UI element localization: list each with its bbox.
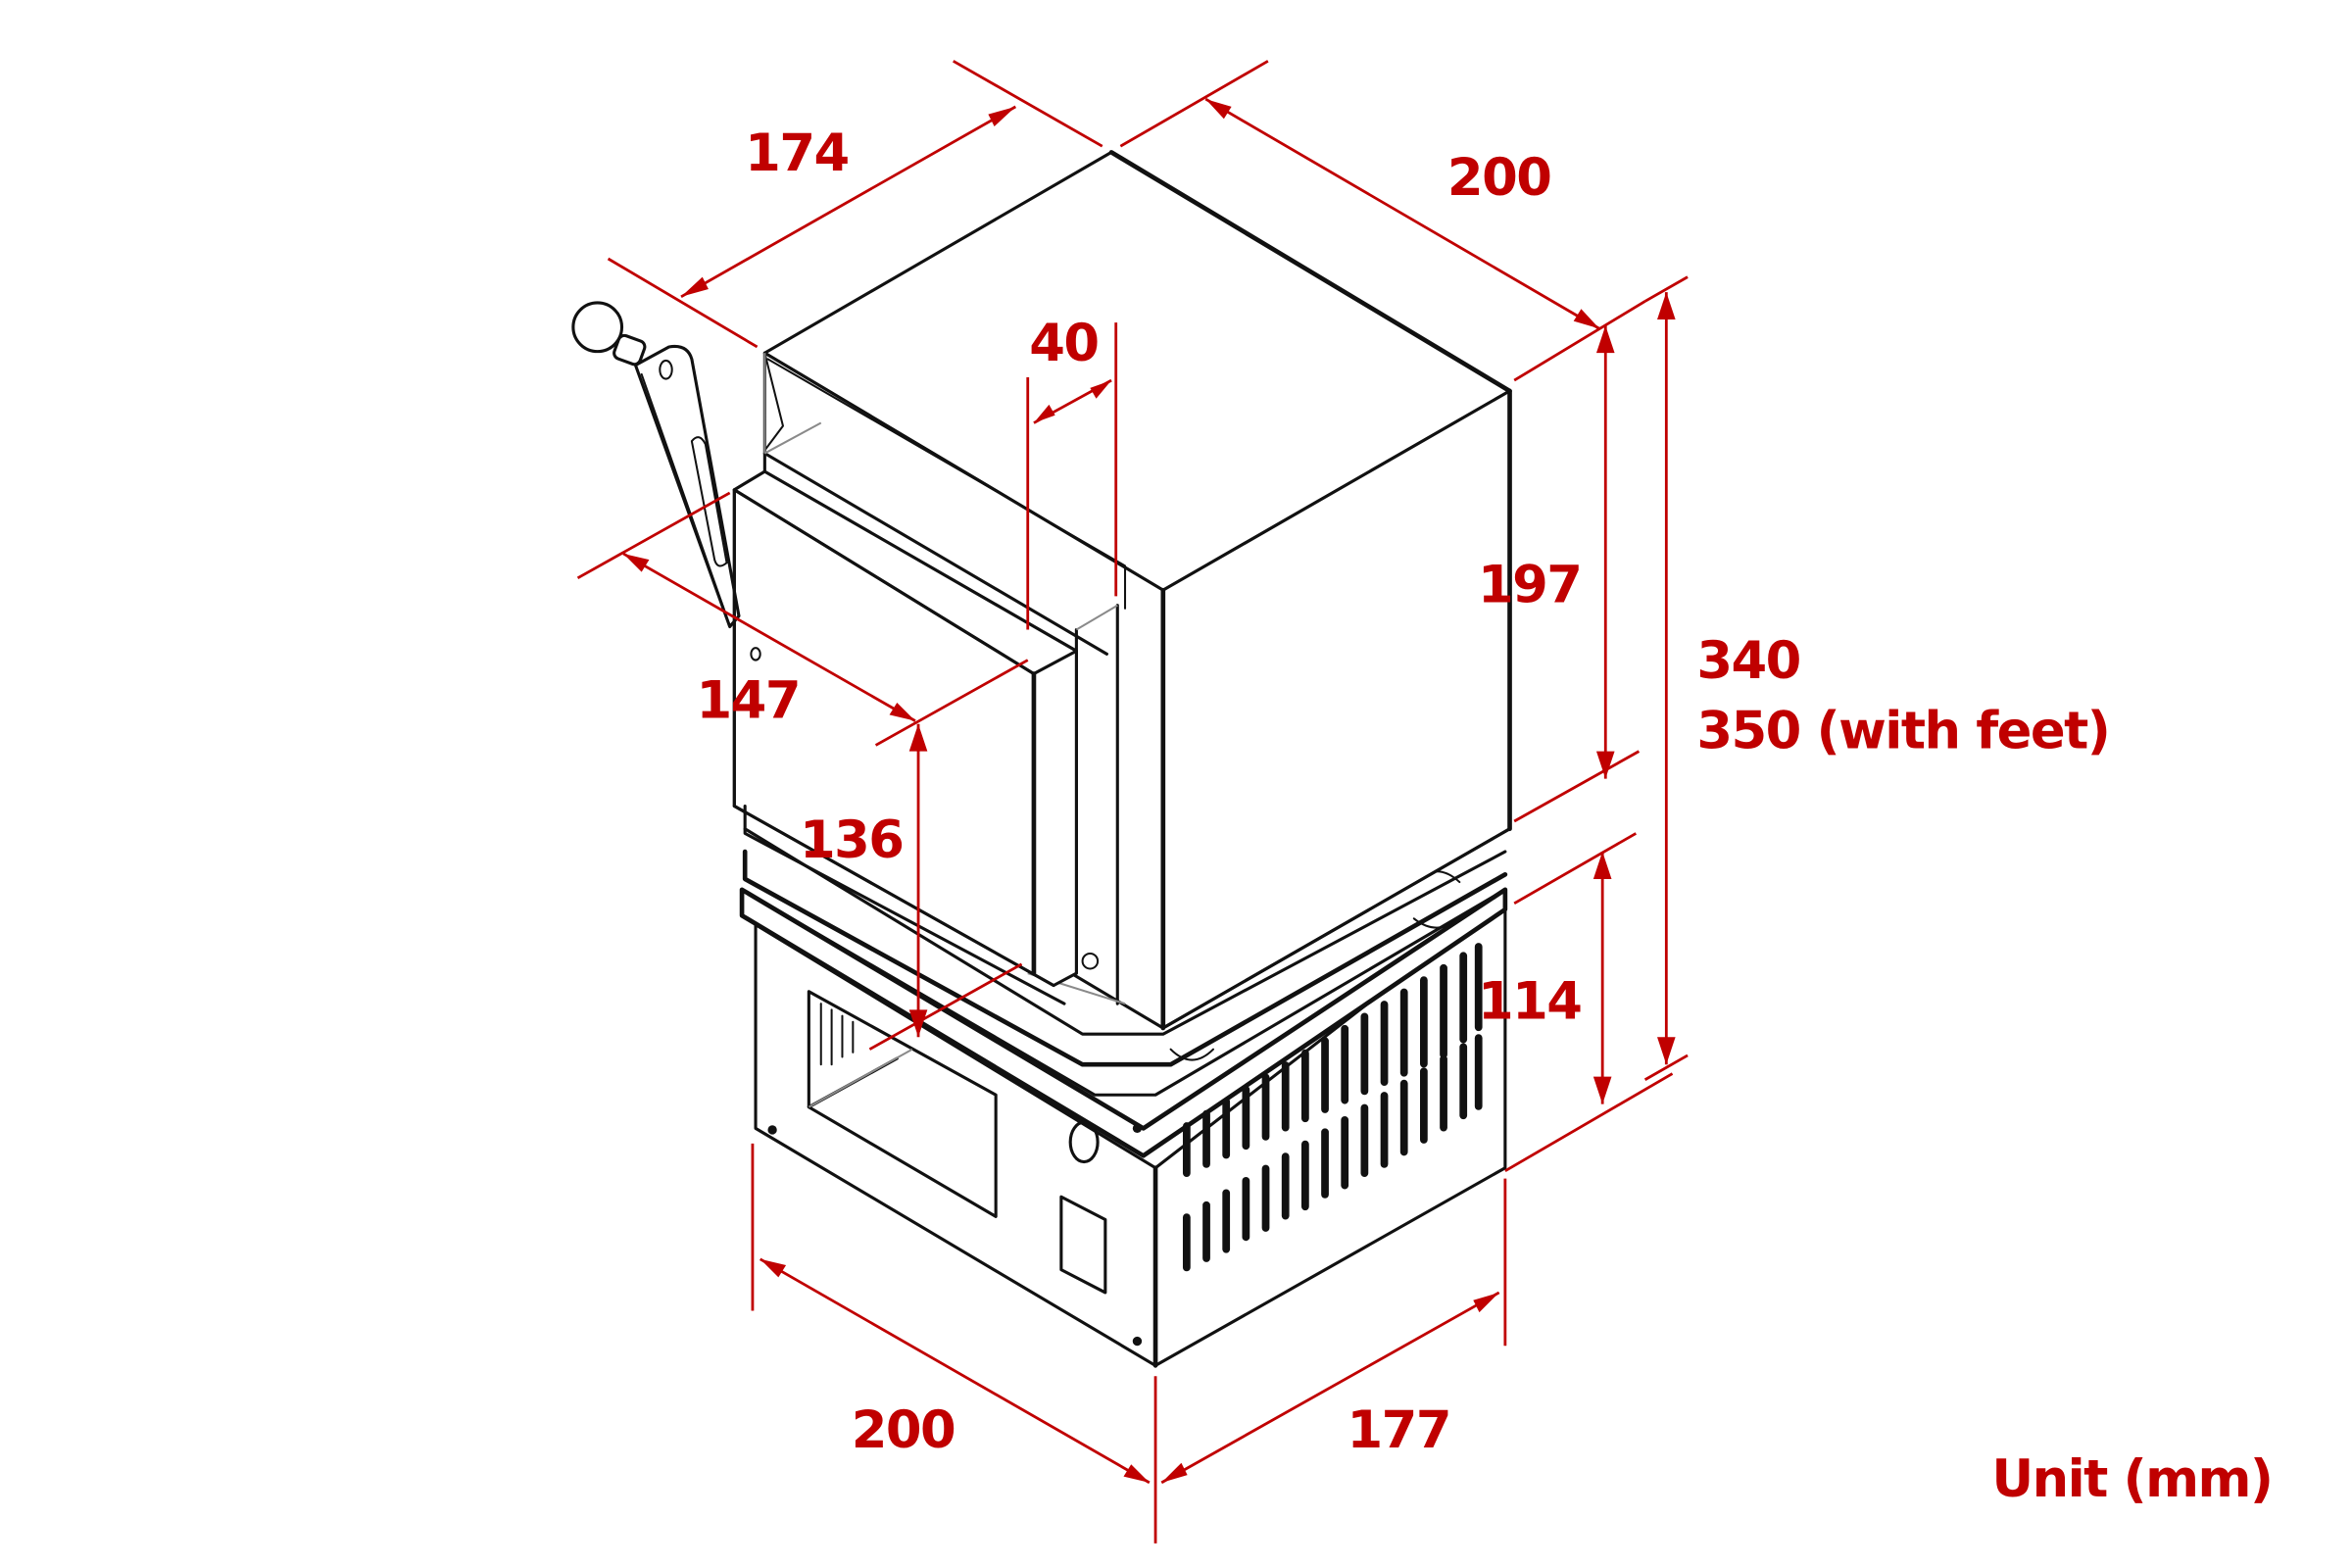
- dim-label-136: 136: [800, 810, 903, 870]
- handle-knob-icon: [571, 301, 624, 354]
- dim-label-174: 174: [745, 123, 848, 183]
- furnace-drawing: [571, 150, 1512, 1368]
- dim-top-depth: 174: [607, 60, 1103, 349]
- dim-top-width: 200: [1119, 60, 1646, 382]
- dim-chamber-height: 197: [1478, 325, 1641, 823]
- dim-label-147: 147: [697, 671, 800, 731]
- dim-label-197: 197: [1478, 556, 1581, 615]
- lever-arm: [633, 344, 741, 628]
- dim-label-114: 114: [1478, 972, 1581, 1032]
- base-front-face: [754, 922, 1157, 1367]
- dim-label-177: 177: [1348, 1400, 1450, 1460]
- round-switch-icon: [1068, 1120, 1100, 1164]
- dim-door-height: 136: [800, 723, 1023, 1051]
- dim-base-height: 114: [1478, 832, 1674, 1173]
- base-housing: [739, 827, 1508, 1368]
- screw: [767, 1125, 777, 1135]
- dim-total-height: 340 350 (with feet): [1643, 275, 2111, 1081]
- dim-door-projection: 40: [1026, 314, 1118, 630]
- dim-label-340: 340: [1696, 631, 1799, 691]
- door-handle: [571, 301, 741, 628]
- dim-base-depth: 177: [1160, 1178, 1507, 1485]
- dim-label-200-base: 200: [852, 1400, 955, 1460]
- dimension-lines: 174 200 40 147: [576, 60, 2111, 1544]
- dim-base-width: 200: [751, 1143, 1157, 1544]
- unit-label: Unit (mm): [1991, 1449, 2272, 1509]
- screw: [1132, 1123, 1143, 1134]
- front-opening: [807, 990, 998, 1218]
- screw: [1132, 1336, 1143, 1347]
- side-vents-icon: [1182, 943, 1483, 1272]
- square-panel: [1059, 1195, 1107, 1295]
- base-top-rim: [739, 887, 1508, 1158]
- dim-door-width: 147: [576, 491, 1029, 747]
- dim-label-200-top: 200: [1447, 148, 1550, 208]
- dim-label-350-with-feet: 350 (with feet): [1696, 702, 2109, 761]
- dim-label-40: 40: [1029, 314, 1098, 373]
